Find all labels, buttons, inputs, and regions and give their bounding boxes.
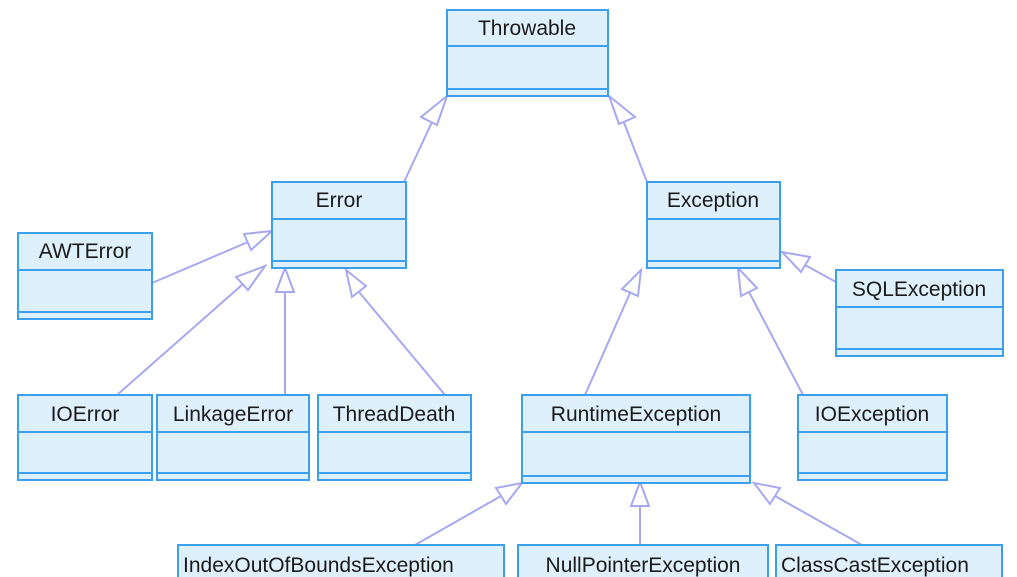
edge-ioerror-to-error <box>116 263 268 396</box>
edge-awterror-to-error <box>151 229 275 284</box>
class-name-classcastexception: ClassCastException <box>781 554 969 577</box>
class-name-exception: Exception <box>667 189 759 212</box>
class-name-threaddeath: ThreadDeath <box>333 403 456 426</box>
edge-npe-to-runtimeexception <box>629 479 651 545</box>
class-threaddeath[interactable]: ThreadDeath <box>317 394 472 481</box>
class-name-error: Error <box>316 189 363 212</box>
class-awterror[interactable]: AWTError <box>17 232 153 320</box>
class-throwable[interactable]: Throwable <box>446 9 609 97</box>
class-name-sqlexception: SQLException <box>852 278 986 301</box>
class-ioerror[interactable]: IOError <box>17 394 153 481</box>
class-error[interactable]: Error <box>271 181 407 269</box>
edge-sqlexception-to-exception <box>779 250 837 283</box>
class-name-nullpointerexception: NullPointerException <box>546 554 741 577</box>
class-name-throwable: Throwable <box>478 17 576 40</box>
edge-error-to-throwable <box>403 93 450 183</box>
class-exception[interactable]: Exception <box>646 181 781 269</box>
class-name-runtimeexception: RuntimeException <box>551 403 721 426</box>
inheritance-edges <box>116 92 863 546</box>
class-linkageerror[interactable]: LinkageError <box>156 394 310 481</box>
class-name-linkageerror: LinkageError <box>173 403 293 426</box>
class-name-indexoutofboundsexception: IndexOutOfBoundsException <box>183 554 454 577</box>
class-nullpointerexception[interactable]: NullPointerException <box>517 544 769 577</box>
edge-cce-to-runtimeexception <box>751 481 863 546</box>
edge-ioobe-to-runtimeexception <box>414 481 525 546</box>
class-classcastexception[interactable]: ClassCastException <box>775 544 1003 577</box>
edge-ioexception-to-exception <box>736 265 804 396</box>
class-sqlexception[interactable]: SQLException <box>835 269 1004 357</box>
class-indexoutofboundsexception[interactable]: IndexOutOfBoundsException <box>177 544 505 577</box>
class-name-ioerror: IOError <box>51 403 120 426</box>
edge-runtimeexception-to-exception <box>584 267 643 396</box>
edge-threaddeath-to-error <box>344 267 446 396</box>
class-name-awterror: AWTError <box>39 240 132 263</box>
edge-linkageerror-to-error <box>274 265 296 395</box>
class-runtimeexception[interactable]: RuntimeException <box>521 394 751 484</box>
class-ioexception[interactable]: IOException <box>797 394 948 481</box>
class-name-ioexception: IOException <box>815 403 929 426</box>
edge-exception-to-throwable <box>606 92 648 183</box>
